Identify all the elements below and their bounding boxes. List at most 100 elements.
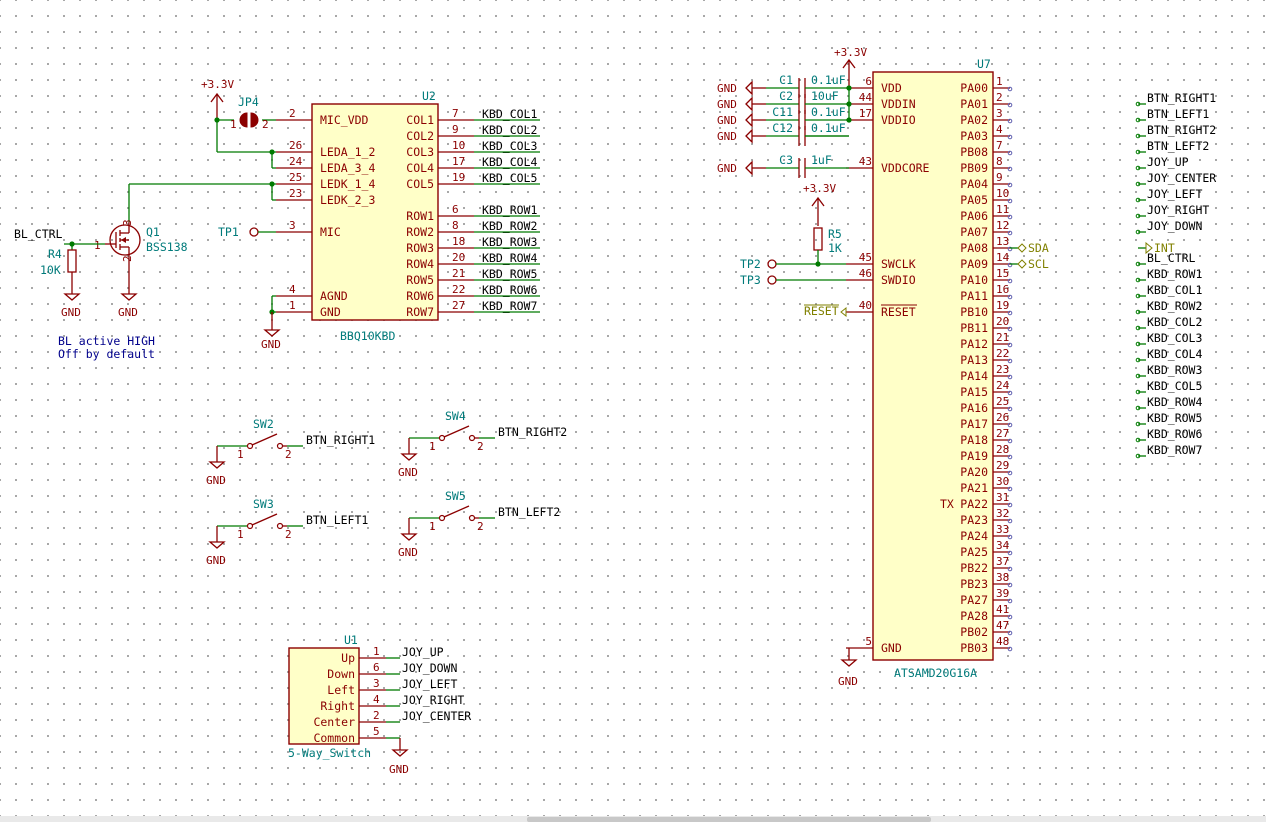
svg-text:BL active HIGH: BL active HIGH: [58, 334, 155, 348]
tp1-ref: TP1: [218, 225, 239, 239]
net-label: JOY_DOWN: [1147, 219, 1202, 233]
svg-text:21: 21: [452, 267, 465, 280]
svg-text:39: 39: [996, 587, 1009, 600]
svg-text:1: 1: [237, 448, 244, 461]
svg-text:29: 29: [996, 459, 1009, 472]
net-label: KBD_ROW6: [482, 283, 537, 297]
u7-pin-pa06: 11 PA06: [960, 203, 1013, 223]
q1-ref: Q1: [146, 225, 160, 239]
r4-resistor[interactable]: GND R4 10K: [40, 247, 81, 319]
svg-text:GND: GND: [717, 98, 737, 111]
svg-text:ROW5: ROW5: [406, 273, 434, 287]
svg-text:24: 24: [289, 155, 303, 168]
svg-text:2: 2: [477, 440, 484, 453]
jp4-jumper[interactable]: JP4 1 2: [230, 95, 269, 131]
net-label: BTN_RIGHT2: [498, 425, 567, 439]
u7-ref: U7: [977, 57, 991, 71]
svg-text:GND: GND: [398, 466, 418, 479]
gnd-label-u2: GND: [261, 338, 281, 351]
net-label: KBD_ROW4: [1147, 395, 1202, 409]
net-label: BL_CTRL: [1147, 251, 1196, 265]
svg-text:VDDIN: VDDIN: [881, 97, 916, 111]
svg-text:6: 6: [865, 75, 872, 88]
svg-text:27: 27: [996, 427, 1009, 440]
net-label: JOY_LEFT: [1147, 187, 1202, 201]
svg-text:+3.3V: +3.3V: [834, 46, 867, 59]
u7-pin-swdio: 46 SWDIO: [846, 267, 916, 287]
svg-text:SW3: SW3: [253, 497, 274, 511]
svg-text:46: 46: [859, 267, 872, 280]
net-label: KBD_ROW5: [482, 267, 537, 281]
swd-net[interactable]: +3.3V R5 1K TP2 TP3 RESET GND: [740, 182, 858, 688]
svg-text:24: 24: [996, 379, 1010, 392]
svg-text:SWDIO: SWDIO: [881, 273, 916, 287]
svg-text:AGND: AGND: [320, 289, 348, 303]
svg-text:PA06: PA06: [960, 209, 988, 223]
net-label: KBD_COL4: [482, 155, 537, 169]
svg-text:Left: Left: [327, 683, 355, 697]
svg-text:SW2: SW2: [253, 417, 274, 431]
svg-text:19: 19: [996, 299, 1009, 312]
net-label: JOY_UP: [1147, 155, 1189, 169]
net-label-column: BTN_RIGHT1BTN_LEFT1BTN_RIGHT2BTN_LEFT2JO…: [1135, 91, 1216, 459]
svg-text:3: 3: [121, 219, 134, 226]
svg-text:COL2: COL2: [406, 129, 434, 143]
net-label: KBD_ROW7: [1147, 443, 1202, 457]
svg-text:Right: Right: [320, 699, 355, 713]
net-label: KBD_ROW2: [1147, 299, 1202, 313]
svg-text:2: 2: [373, 709, 380, 722]
svg-text:38: 38: [996, 571, 1009, 584]
svg-text:8: 8: [996, 155, 1003, 168]
svg-text:1: 1: [429, 520, 436, 533]
net-label: BTN_RIGHT2: [1147, 123, 1216, 137]
tp1-testpoint[interactable]: TP1: [218, 225, 276, 239]
net-label: KBD_ROW5: [1147, 411, 1202, 425]
svg-text:PA12: PA12: [960, 337, 988, 351]
scrollbar-thumb[interactable]: [527, 817, 931, 822]
svg-text:Off by default: Off by default: [58, 347, 155, 361]
svg-text:COL4: COL4: [406, 161, 434, 175]
u1-ref: U1: [344, 633, 358, 647]
svg-text:PA13: PA13: [960, 353, 988, 367]
net-label: KBD_ROW3: [1147, 363, 1202, 377]
svg-text:GND: GND: [320, 305, 341, 319]
svg-text:11: 11: [996, 203, 1009, 216]
q1-mosfet[interactable]: Q1 BSS138 1 2 3 GND: [94, 219, 188, 319]
svg-text:45: 45: [859, 251, 872, 264]
scl-label: SCL: [1028, 257, 1049, 271]
svg-text:22: 22: [452, 283, 465, 296]
net-label: KBD_ROW1: [1147, 267, 1202, 281]
svg-text:GND: GND: [717, 162, 737, 175]
svg-text:PA21: PA21: [960, 481, 988, 495]
svg-text:9: 9: [996, 171, 1003, 184]
u7-value: ATSAMD20G16A: [894, 666, 977, 680]
